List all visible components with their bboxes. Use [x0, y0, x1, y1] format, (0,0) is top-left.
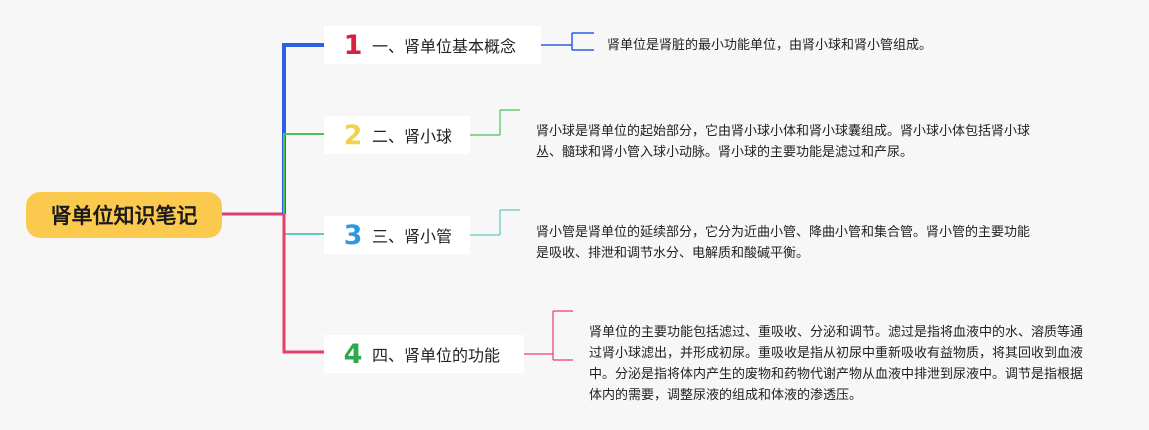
- branch-3-node[interactable]: 3 三、肾小管: [324, 216, 470, 254]
- branch-2-detail: 肾小球是肾单位的起始部分，它由肾小球小体和肾小球囊组成。肾小球小体包括肾小球丛、…: [536, 124, 1031, 160]
- branch-2-link: [283, 133, 324, 214]
- branch-4-detail: 肾单位的主要功能包括滤过、重吸收、分泌和调节。滤过是指将血液中的水、溶质等通过肾…: [589, 325, 1084, 403]
- branch-2-node[interactable]: 2 二、肾小球: [324, 116, 470, 154]
- detail-2-link: [470, 109, 520, 136]
- branch-3-title: 三、肾小管: [372, 227, 453, 246]
- detail-1-link: [541, 32, 594, 51]
- branch-4-link: [282, 214, 324, 354]
- branch-2-title: 二、肾小球: [372, 127, 453, 146]
- detail-3-link: [470, 209, 520, 236]
- branch-3-number: 3: [343, 219, 363, 251]
- root-node[interactable]: 肾单位知识笔记: [26, 192, 222, 238]
- branch-3-detail: 肾小管是肾单位的延续部分，它分为近曲小管、降曲小管和集合管。肾小管的主要功能是吸…: [536, 225, 1031, 261]
- branch-4-title: 四、肾单位的功能: [372, 346, 501, 365]
- branch-2-number: 2: [343, 119, 363, 151]
- branch-4-number: 4: [343, 338, 363, 370]
- branch-1-node[interactable]: 1 一、肾单位基本概念: [324, 26, 541, 64]
- branch-1-title: 一、肾单位基本概念: [372, 37, 517, 56]
- branch-1-number: 1: [343, 29, 363, 61]
- branch-3-link: [283, 214, 324, 235]
- branch-1-link: [282, 43, 324, 214]
- root-label: 肾单位知识笔记: [50, 204, 198, 228]
- detail-4-link: [524, 310, 573, 361]
- branch-1-detail: 肾单位是肾脏的最小功能单位，由肾小球和肾小管组成。: [607, 38, 933, 53]
- branch-4-node[interactable]: 4 四、肾单位的功能: [324, 335, 524, 373]
